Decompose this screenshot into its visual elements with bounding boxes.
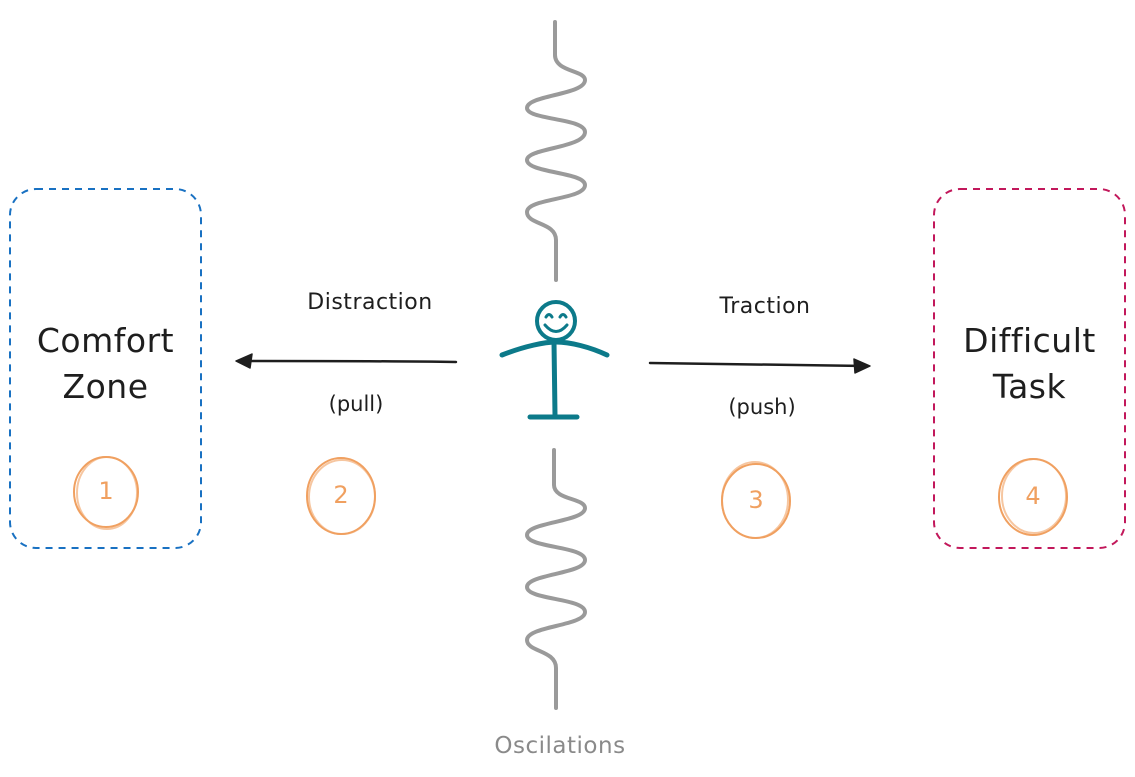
traction-sublabel: (push) xyxy=(728,395,796,419)
badge-1-number: 1 xyxy=(98,477,114,505)
comfort-zone-box xyxy=(9,188,202,549)
badge-3-number: 3 xyxy=(748,486,764,514)
difficult-task-box xyxy=(933,188,1126,549)
traction-arrow xyxy=(648,358,871,374)
badge-4-number: 4 xyxy=(1025,482,1041,510)
person-body xyxy=(551,339,558,418)
badge-2-number: 2 xyxy=(333,481,349,509)
traction-label: Traction xyxy=(719,294,811,319)
comfort-zone-label: Comfort Zone xyxy=(10,318,201,410)
distraction-arrow xyxy=(235,353,458,369)
distraction-sublabel: (pull) xyxy=(328,392,384,416)
person-head xyxy=(535,300,577,342)
person-smile xyxy=(543,323,569,333)
person-left-eye xyxy=(544,313,554,319)
difficult-task-line2: Task xyxy=(992,367,1067,406)
badge-circles xyxy=(73,456,1068,539)
oscillation-bottom-line xyxy=(525,448,587,710)
oscillation-top-line xyxy=(525,20,587,282)
oscillations-label: Oscilations xyxy=(494,733,626,759)
difficult-task-line1: Difficult xyxy=(963,321,1096,360)
person-figure xyxy=(499,300,610,420)
person-right-eye xyxy=(558,313,568,319)
distraction-label: Distraction xyxy=(307,290,433,315)
comfort-zone-line1: Comfort xyxy=(36,321,175,360)
comfort-zone-line2: Zone xyxy=(62,367,149,406)
difficult-task-label: Difficult Task xyxy=(934,318,1125,410)
